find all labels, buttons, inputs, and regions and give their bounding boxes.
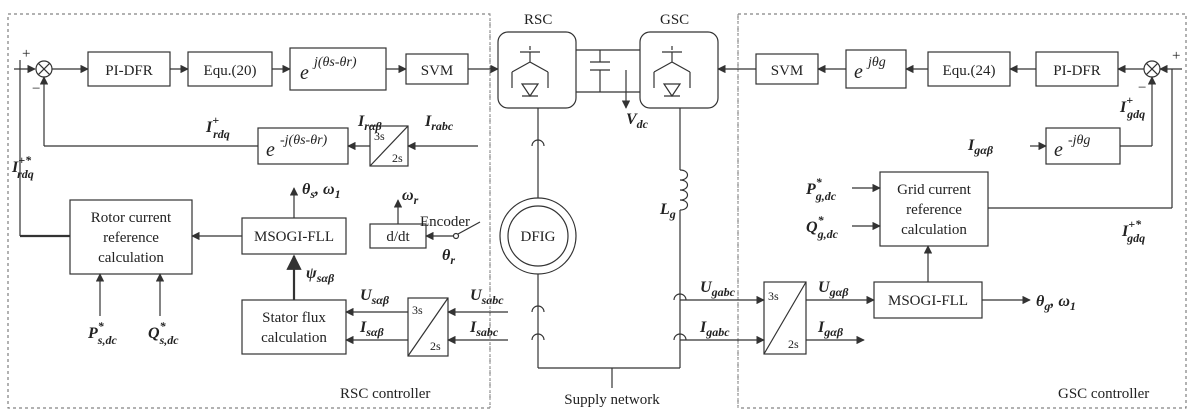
rsc-controller-caption: RSC controller: [340, 386, 430, 402]
rotor-ref-line3: calculation: [98, 250, 164, 266]
grid-ref-line1: Grid current: [897, 182, 972, 198]
ddt-label: d/dt: [386, 229, 410, 245]
minus-sign-left: −: [32, 81, 40, 97]
rotor-ref-line2: reference: [103, 230, 159, 246]
u-sabc-label: Usabc: [470, 287, 504, 307]
exp-inverse-right-exponent: -jθg: [1068, 133, 1090, 148]
i-sabc-label: Isabc: [469, 319, 499, 339]
vdc-label: Vdc: [626, 111, 649, 131]
p-s-dc-label: P*s,dc: [87, 319, 117, 347]
msogi-left-label: MSOGI-FLL: [254, 229, 334, 245]
transform-stator-2s: 2s: [430, 339, 441, 353]
dfig-inner-circle: [507, 205, 569, 267]
transform-rotor-2s: 2s: [392, 151, 403, 165]
stator-flux-block: [241, 299, 347, 355]
pi-dfr-right-block: [1035, 51, 1119, 87]
exp-forward-right-exponent: jθg: [866, 55, 886, 70]
i-galphabeta-out-label: Igαβ: [817, 319, 844, 339]
rsc-converter: [497, 31, 577, 109]
transform-rotor-3s: 3s: [374, 129, 385, 143]
i-ralphabeta-label: Irαβ: [357, 113, 383, 133]
exp-forward-right-block: [845, 49, 907, 89]
equ24-label: Equ.(24): [943, 63, 996, 79]
i-rdq-plus-label: I+rdq: [205, 113, 230, 141]
inductor-lg: [679, 169, 689, 211]
theta-r-label: θr: [442, 247, 455, 267]
grid-current-ref-block: [879, 171, 989, 247]
transform-grid-3s: 3s: [768, 289, 779, 303]
i-gabc-label: Igabc: [699, 319, 730, 339]
svm-right-label: SVM: [771, 63, 804, 79]
equ20-label: Equ.(20): [204, 63, 257, 79]
pi-dfr-left-label: PI-DFR: [105, 63, 153, 79]
plus-sign-right: +: [1172, 48, 1180, 64]
gsc-controller-caption: GSC controller: [1058, 386, 1149, 402]
rsc-label: RSC: [524, 12, 552, 28]
rsc-igbt-symbol: [511, 46, 549, 98]
psi-label: ψsαβ: [306, 265, 335, 285]
q-g-dc-label: Q*g,dc: [806, 213, 839, 241]
u-galphabeta-label: Ugαβ: [818, 279, 849, 299]
plus-sign-left: +: [22, 46, 30, 62]
exp-forward-left-base: e: [300, 62, 309, 84]
theta-s-omega1-label: θs, ω1: [302, 181, 341, 201]
q-s-dc-label: Q*s,dc: [148, 319, 179, 347]
stator-flux-line2: calculation: [261, 330, 327, 346]
rotor-ref-line1: Rotor current: [91, 210, 172, 226]
exp-inverse-left-base: e: [266, 139, 275, 161]
i-salphabeta-label: Isαβ: [359, 319, 385, 339]
equ20-block: [187, 51, 273, 87]
svm-left-label: SVM: [421, 63, 454, 79]
grid-ref-line2: reference: [906, 202, 962, 218]
equ24-block: [927, 51, 1011, 87]
exp-forward-right-base: e: [854, 61, 863, 83]
i-rabc-label: Irabc: [424, 113, 454, 133]
u-salphabeta-label: Usαβ: [360, 287, 390, 307]
encoder-label: Encoder: [420, 214, 470, 230]
supply-network-label: Supply network: [564, 392, 660, 408]
grid-ref-line3: calculation: [901, 222, 967, 238]
minus-sign-right: −: [1138, 80, 1146, 96]
svm-left-block: [405, 53, 469, 85]
gsc-igbt-symbol: [653, 46, 691, 98]
exp-inverse-left-exponent: -j(θs-θr): [280, 133, 328, 148]
transform-grid-2s: 2s: [788, 337, 799, 351]
msogi-right-label: MSOGI-FLL: [888, 293, 968, 309]
exp-forward-left-block: [289, 47, 387, 91]
i-rdq-ref-label: I+*rdq: [11, 153, 34, 181]
lg-label: Lg: [659, 201, 676, 221]
dfig-label: DFIG: [520, 229, 555, 245]
ddt-block: [369, 223, 427, 249]
theta-g-omega1-label: θg, ω1: [1036, 293, 1076, 313]
i-galphabeta-in-label: Igαβ: [967, 137, 994, 157]
exp-inverse-right-base: e: [1054, 139, 1063, 161]
p-g-dc-label: P*g,dc: [805, 175, 837, 203]
msogi-left-block: [241, 217, 347, 255]
u-gabc-label: Ugabc: [700, 279, 736, 299]
gsc-controller-border: [737, 13, 1187, 409]
omega-r-label: ωr: [402, 187, 419, 207]
i-gdq-ref-label: I+*gdq: [1121, 217, 1145, 245]
gsc-label: GSC: [660, 12, 689, 28]
stator-flux-line1: Stator flux: [262, 310, 326, 326]
svm-right-block: [755, 53, 819, 85]
exp-forward-left-exponent: j(θs-θr): [312, 55, 357, 70]
pi-dfr-right-label: PI-DFR: [1053, 63, 1101, 79]
transform-stator-3s: 3s: [412, 303, 423, 317]
i-gdq-plus-label: I+gdq: [1119, 93, 1145, 121]
rotor-current-ref-block: [69, 199, 193, 275]
pi-dfr-left-block: [87, 51, 171, 87]
